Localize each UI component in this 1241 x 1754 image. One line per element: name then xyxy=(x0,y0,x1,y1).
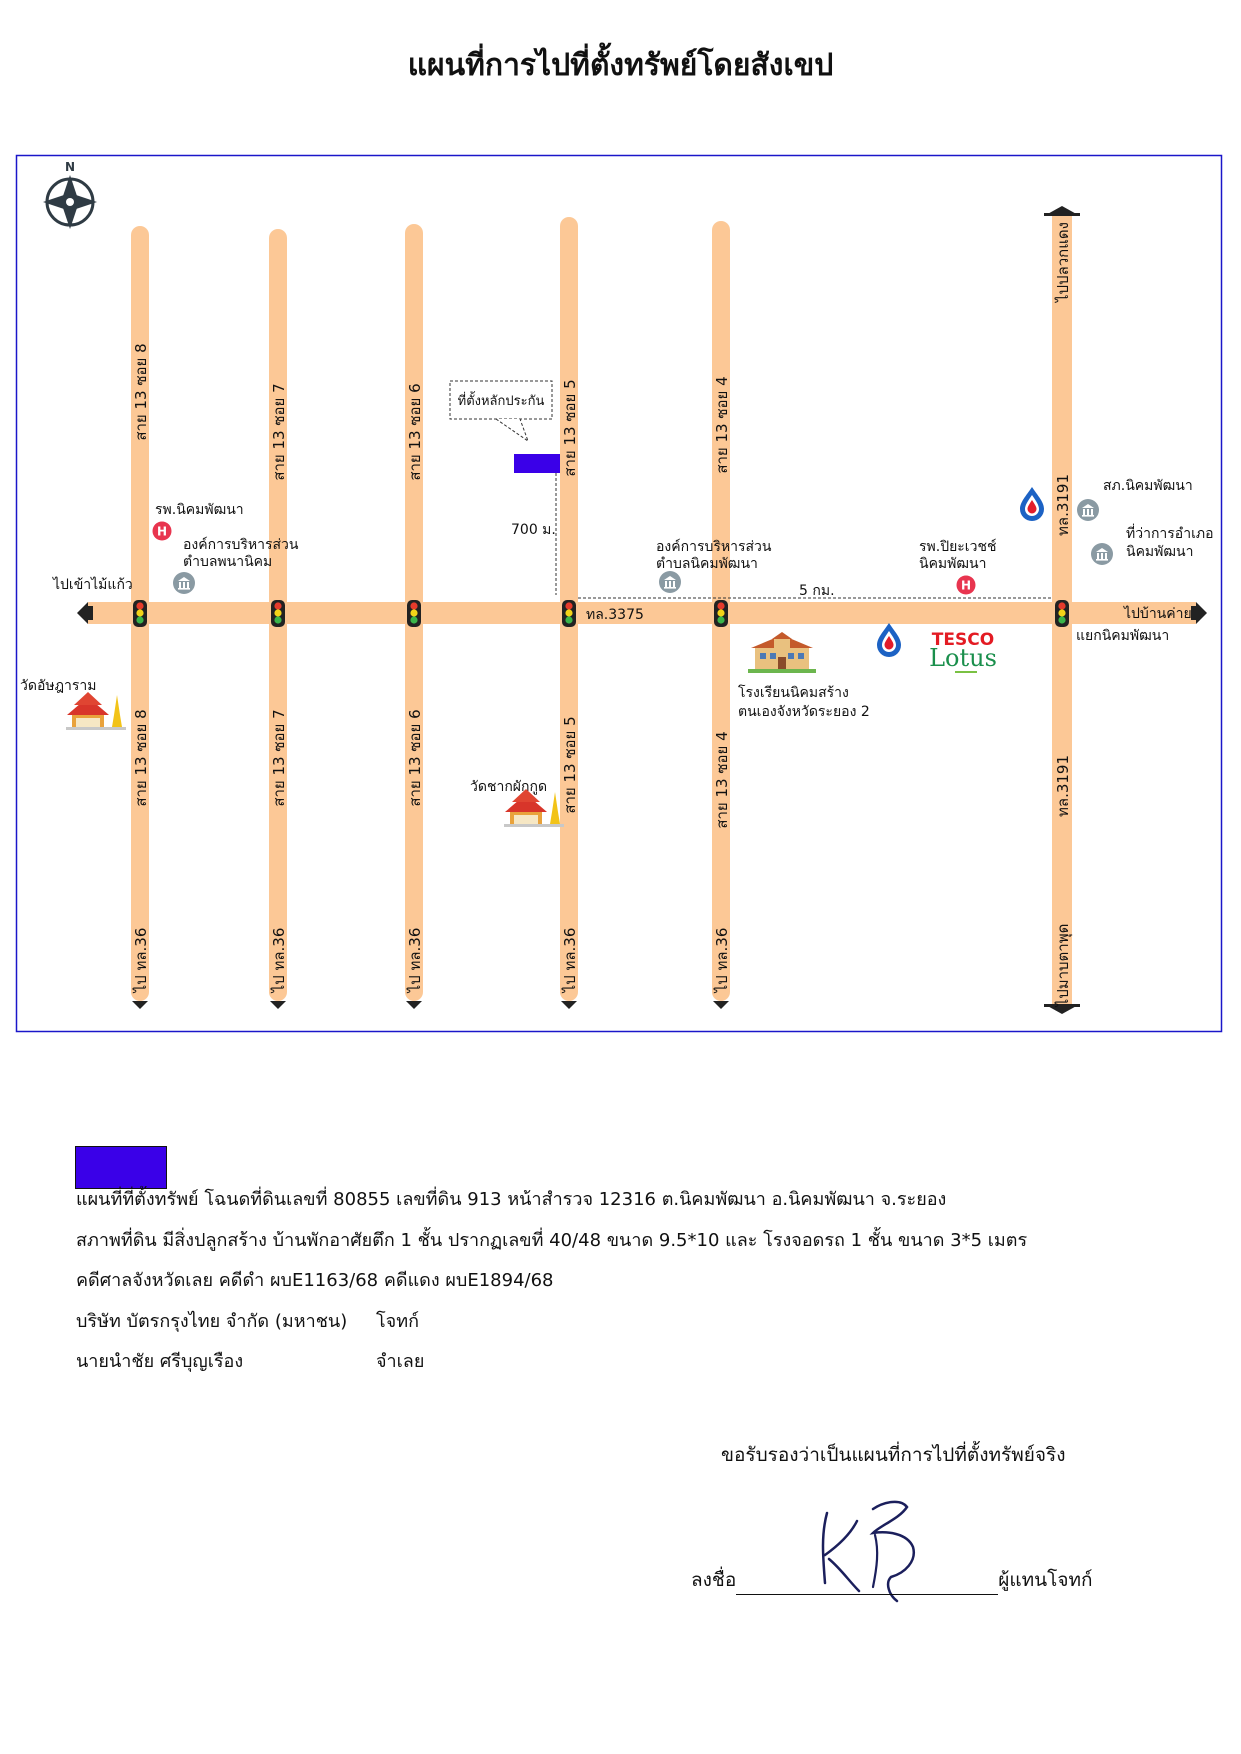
street-label-to-map-ta-phut: ไปมาบตาพุด xyxy=(1054,924,1073,1008)
street-label-to-36: ไป ทล.36 xyxy=(406,928,424,994)
property-legend-swatch xyxy=(75,1146,167,1189)
street-label-to-36: ไป ทล.36 xyxy=(132,928,150,994)
street-label-to-36: ไป ทล.36 xyxy=(561,928,579,994)
svg-text:TESCO: TESCO xyxy=(932,630,994,650)
street-label-soi6: สาย 13 ซอย 6 xyxy=(406,709,424,806)
page-title: แผนที่การไปที่ตั้งทรัพย์โดยสังเขป xyxy=(407,48,834,83)
info-row-defendant: นายนำชัย ศรีบุญเรือง จำเลย xyxy=(76,1342,1027,1383)
traffic-light-icon xyxy=(1055,600,1069,627)
street-label-to-ban-khai: ไปบ้านค่าย xyxy=(1123,605,1192,622)
street-label-to-36: ไป ทล.36 xyxy=(270,928,288,994)
police-station-icon xyxy=(1077,499,1099,521)
street-label-soi4: สาย 13 ซอย 4 xyxy=(713,376,731,473)
place-label: ตำบลนิคมพัฒนา xyxy=(656,556,758,572)
place-label: รพ.ปิยะเวชช์ xyxy=(919,538,996,555)
place-label: องค์การบริหารส่วน xyxy=(183,536,299,553)
place-label: โรงเรียนนิคมสร้าง xyxy=(738,684,849,701)
street-label-hwy-3191: ทล.3191 xyxy=(1054,474,1072,536)
gas-station-icon xyxy=(877,623,901,657)
street-label-hwy-3191: ทล.3191 xyxy=(1054,755,1072,817)
info-row-1: แผนที่ที่ตั้งทรัพย์ โฉนดที่ดินเลขที่ 808… xyxy=(76,1189,947,1210)
place-label: วัดชากผักกูด xyxy=(470,779,547,795)
hospital-icon xyxy=(152,521,172,541)
signature-image xyxy=(821,1500,916,1603)
school-icon xyxy=(748,632,816,673)
property-info: แผนที่ที่ตั้งทรัพย์ โฉนดที่ดินเลขที่ 808… xyxy=(76,1180,1027,1383)
place-label: นิคมพัฒนา xyxy=(1126,544,1193,560)
plaintiff-name: บริษัท บัตรกรุงไทย จำกัด (มหาชน) xyxy=(76,1310,348,1332)
street-label-soi6: สาย 13 ซอย 6 xyxy=(406,383,424,480)
street-label-soi5: สาย 13 ซอย 5 xyxy=(561,379,579,476)
street-label-soi8: สาย 13 ซอย 8 xyxy=(132,709,150,806)
place-label: รพ.นิคมพัฒนา xyxy=(155,502,244,518)
distance-5km-label: 5 กม. xyxy=(799,583,835,599)
street-label-to-khao-mai-kaeo: ไปเข้าไม้แก้ว xyxy=(52,576,133,593)
temple-icon xyxy=(66,692,126,730)
property-label: ที่ตั้งหลักประกัน xyxy=(458,391,545,409)
traffic-light-icon xyxy=(133,600,147,627)
street-label-soi7: สาย 13 ซอย 7 xyxy=(270,383,288,480)
tesco-lotus-logo: TESCO Lotus xyxy=(929,630,997,673)
info-row-3: คดีศาลจังหวัดเลย คดีดำ ผบE1163/68 คดีแดง… xyxy=(76,1270,554,1291)
government-office-icon xyxy=(659,571,681,593)
street-label-to-36: ไป ทล.36 xyxy=(713,928,731,994)
place-label: ตำบลพนานิคม xyxy=(183,554,272,570)
defendant-role: จำเลย xyxy=(376,1351,425,1372)
street-label-soi8: สาย 13 ซอย 8 xyxy=(132,343,150,440)
traffic-light-icon xyxy=(407,600,421,627)
government-office-icon xyxy=(1091,543,1113,565)
gas-station-icon xyxy=(1020,487,1044,521)
map-frame xyxy=(15,154,1223,1033)
government-office-icon xyxy=(173,572,195,594)
place-label: ที่ว่าการอำเภอ xyxy=(1126,524,1214,542)
property-callout: ที่ตั้งหลักประกัน xyxy=(449,380,553,443)
signature-row: ลงชื่อ ผู้แทนโจทก์ xyxy=(691,1565,1093,1595)
signature-line xyxy=(736,1574,999,1595)
distance-700m-label: 700 ม. xyxy=(511,522,556,538)
hospital-icon xyxy=(956,575,976,595)
street-label-to-pluak-daeng: ไปปลวกแดง xyxy=(1054,222,1072,303)
highway-3375 xyxy=(77,602,1207,624)
place-label: องค์การบริหารส่วน xyxy=(656,538,772,555)
info-row-plaintiff: บริษัท บัตรกรุงไทย จำกัด (มหาชน) โจทก์ xyxy=(76,1302,1027,1343)
street-label-soi4: สาย 13 ซอย 4 xyxy=(713,731,731,828)
traffic-light-icon xyxy=(271,600,285,627)
north-label: N xyxy=(65,160,75,174)
place-label: วัดอัษฎาราม xyxy=(20,678,96,694)
place-label: สภ.นิคมพัฒนา xyxy=(1103,478,1193,494)
defendant-name: นายนำชัย ศรีบุญเรือง xyxy=(76,1351,244,1372)
street-label-soi7: สาย 13 ซอย 7 xyxy=(270,709,288,806)
info-row-2: สภาพที่ดิน มีสิ่งปลูกสร้าง บ้านพักอาศัยต… xyxy=(76,1229,1028,1251)
place-label: นิคมพัฒนา xyxy=(919,556,986,572)
sign-prefix: ลงชื่อ xyxy=(691,1569,737,1591)
property-marker xyxy=(514,454,560,473)
traffic-light-icon xyxy=(714,600,728,627)
plaintiff-role: โจทก์ xyxy=(376,1310,419,1332)
traffic-light-icon xyxy=(562,600,576,627)
place-label: แยกนิคมพัฒนา xyxy=(1076,628,1169,644)
svg-text:Lotus: Lotus xyxy=(929,644,997,672)
sign-suffix: ผู้แทนโจทก์ xyxy=(998,1569,1093,1591)
place-label: ตนเองจังหวัดระยอง 2 xyxy=(738,704,870,720)
north-arrow-icon xyxy=(43,175,97,229)
street-label-hwy-3375: ทล.3375 xyxy=(586,607,644,623)
certification-text: ขอรับรองว่าเป็นแผนที่การไปที่ตั้งทรัพย์จ… xyxy=(721,1444,1066,1466)
street-label-soi5: สาย 13 ซอย 5 xyxy=(561,716,579,813)
